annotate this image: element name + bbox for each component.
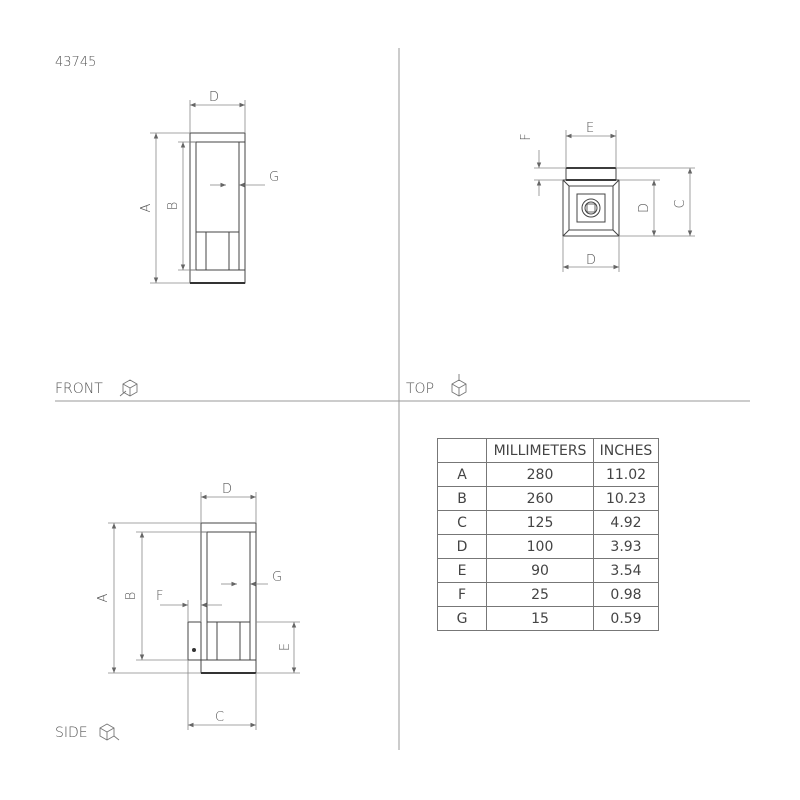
front-view: [189, 132, 246, 284]
side-dim-f: F: [156, 589, 163, 604]
table-cell: F: [437, 582, 487, 607]
front-dim-b: B: [166, 202, 181, 211]
table-cell: 100: [486, 534, 594, 559]
front-label: FRONT: [55, 381, 103, 397]
table-cell: 0.59: [593, 606, 659, 631]
table-cell: C: [437, 510, 487, 535]
table-cell: 4.92: [593, 510, 659, 535]
side-dim-e: E: [278, 643, 293, 651]
top-dim-c: C: [673, 199, 688, 208]
table-cell: 3.93: [593, 534, 659, 559]
side-view: [187, 522, 257, 674]
top-view: [562, 167, 620, 237]
product-code: 43745: [55, 55, 96, 70]
cube-side-icon: [99, 723, 120, 741]
table-cell: B: [437, 486, 487, 511]
side-dim-a: A: [96, 593, 111, 602]
table-header-millimeters: MILLIMETERS: [486, 438, 594, 463]
table-header-letter: [437, 438, 487, 463]
side-dim-b: B: [124, 592, 139, 601]
side-dim-c: C: [215, 710, 224, 725]
front-dim-d: D: [209, 90, 219, 105]
table-cell: 90: [486, 558, 594, 583]
table-header-row: MILLIMETERS INCHES: [437, 438, 659, 463]
table-cell: 25: [486, 582, 594, 607]
front-dimensions: D A B G: [139, 90, 279, 284]
table-cell: D: [437, 534, 487, 559]
table-cell: 11.02: [593, 462, 659, 487]
cube-top-icon: [451, 374, 467, 397]
table-cell: 15: [486, 606, 594, 631]
cube-front-icon: [119, 379, 138, 397]
front-dim-g: G: [269, 170, 279, 185]
side-dim-g: G: [272, 570, 282, 585]
table-cell: G: [437, 606, 487, 631]
front-dim-a: A: [139, 203, 154, 212]
table-cell: 280: [486, 462, 594, 487]
table-cell: A: [437, 462, 487, 487]
top-dim-d-bottom: D: [586, 253, 596, 268]
top-dimensions: E F D D C: [519, 121, 695, 272]
top-dim-e: E: [586, 121, 594, 136]
table-cell: 10.23: [593, 486, 659, 511]
table-header-inches: INCHES: [593, 438, 659, 463]
table-cell: 260: [486, 486, 594, 511]
side-dimensions: D G A B F E C: [96, 482, 300, 730]
table-cell: E: [437, 558, 487, 583]
table-cell: 0.98: [593, 582, 659, 607]
side-dim-d: D: [222, 482, 232, 497]
top-label: TOP: [406, 381, 434, 397]
table-cell: 125: [486, 510, 594, 535]
table-cell: 3.54: [593, 558, 659, 583]
side-label: SIDE: [55, 725, 88, 741]
top-dim-d-right: D: [637, 203, 652, 213]
top-dim-f: F: [519, 133, 534, 140]
